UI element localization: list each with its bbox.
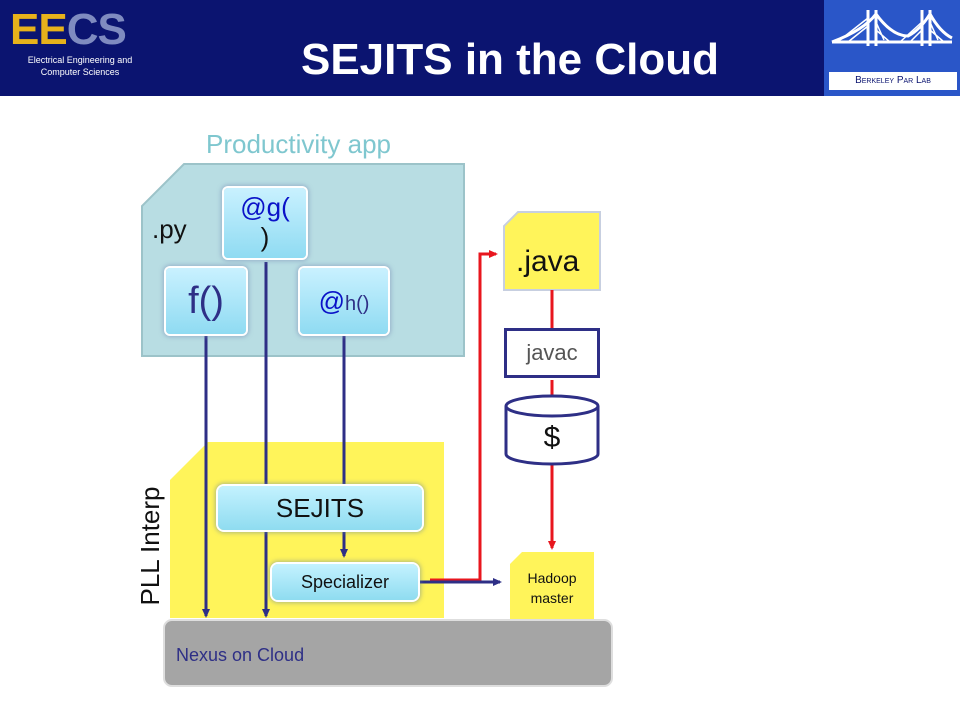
h-function-box: @h() <box>300 268 388 334</box>
sejits-box: SEJITS <box>218 486 422 530</box>
eecs-logo: EECS <box>10 5 127 54</box>
f-function-label: f() <box>188 280 224 322</box>
logo-subtitle-line1: Electrical Engineering and <box>27 55 133 65</box>
cache-label: $ <box>543 421 561 454</box>
nexus-label: Nexus on Cloud <box>176 645 305 665</box>
h-function-label: h() <box>344 293 370 315</box>
g-function-label-line2: ) <box>260 222 270 252</box>
bridge-icon <box>831 10 953 46</box>
g-function-label-line1: @g( <box>240 192 290 222</box>
javac-box: javac <box>504 328 600 378</box>
sejits-label: SEJITS <box>275 493 365 523</box>
hadoop-master-label: Hadoop master <box>510 568 594 608</box>
hadoop-line2: master <box>530 590 574 606</box>
hadoop-line1: Hadoop <box>527 570 577 586</box>
nexus-bar <box>163 619 613 687</box>
header-bar <box>0 0 960 96</box>
logo-subtitle-line2: Computer Sciences <box>40 67 120 77</box>
pll-interp-label: PLL Interp <box>135 486 165 606</box>
specializer-label: Specializer <box>300 572 390 592</box>
specializer-to-java-arrow <box>430 250 498 582</box>
g-function-box: @g( ) <box>224 188 306 258</box>
productivity-app-label: Productivity app <box>206 129 391 159</box>
logo-ee-text: EE <box>10 5 68 54</box>
h-function-at: @ <box>318 286 345 316</box>
hadoop-master-shape <box>510 552 594 620</box>
f-function-box: f() <box>166 268 246 334</box>
eecs-logo-subtitle: Electrical Engineering and Computer Scie… <box>6 54 154 78</box>
logo-cs-text: CS <box>66 5 127 54</box>
py-label: .py <box>152 214 187 244</box>
slide-title: SEJITS in the Cloud <box>300 35 720 84</box>
java-label: .java <box>516 245 580 278</box>
cache-cylinder <box>504 394 600 466</box>
par-lab-label: Berkeley Par Lab <box>829 72 957 90</box>
specializer-box: Specializer <box>272 564 418 600</box>
javac-label: javac <box>526 340 578 365</box>
